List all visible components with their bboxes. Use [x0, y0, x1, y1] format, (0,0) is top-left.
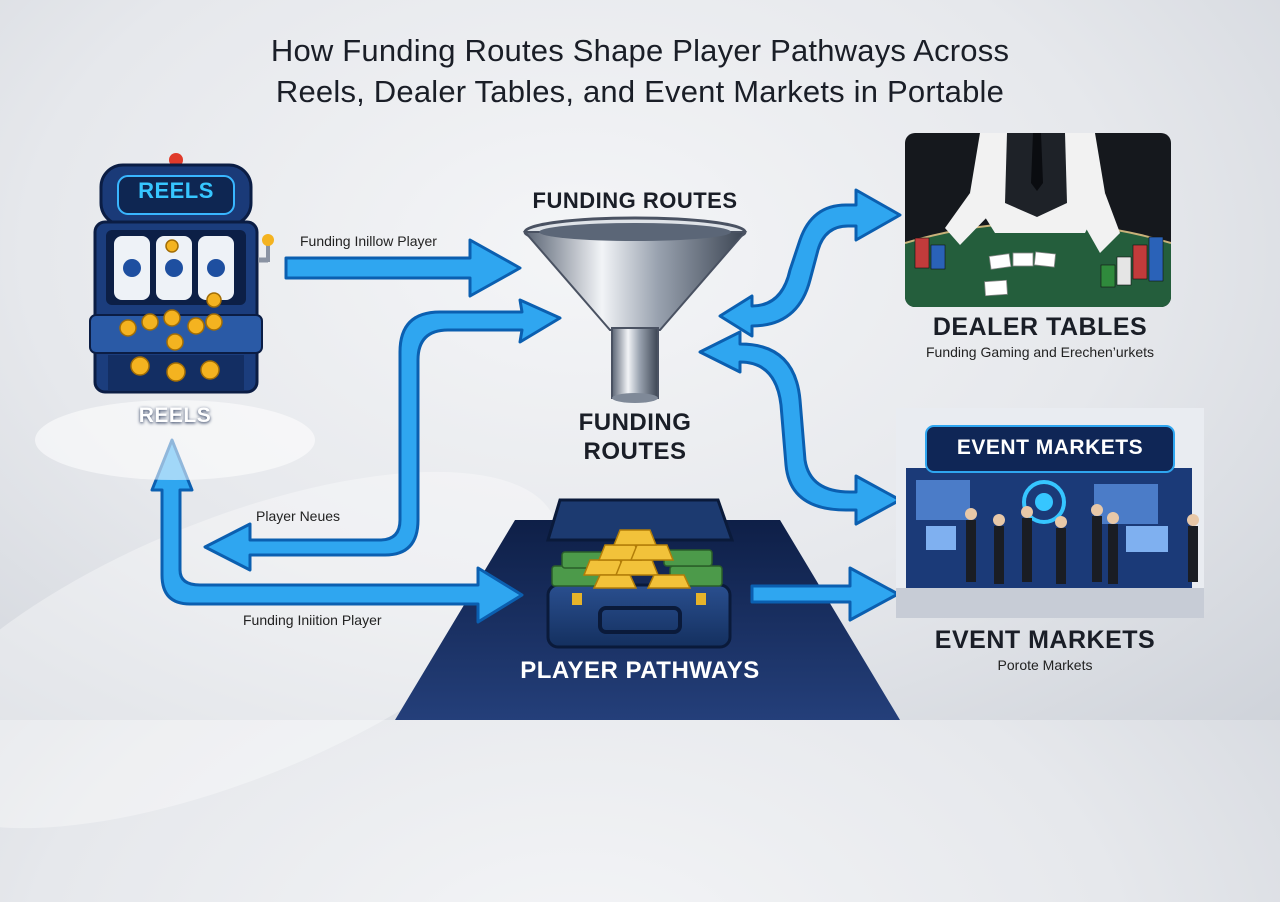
event-markets-sublabel: Porote Markets: [997, 657, 1093, 673]
funnel-heading: FUNDING ROUTES: [532, 188, 738, 213]
diagram-artwork: [35, 153, 902, 720]
dealer-tables-label: DEALER TABLES: [932, 313, 1148, 341]
event-markets-label: EVENT MARKETS: [934, 626, 1156, 654]
arrow-reels-to-pathways: [150, 438, 524, 624]
dealer-tables-sublabel: Funding Gaming and Erechen’urkets: [925, 344, 1155, 360]
arrow-label-reels-to-funnel: Funding Inillow Player: [300, 233, 437, 249]
dealer-table-photo: [905, 133, 1171, 307]
diagram-title: How Funding Routes Shape Player Pathways…: [140, 30, 1140, 112]
reels-sign: REELS: [138, 178, 214, 203]
funnel-label: FUNDING ROUTES: [540, 408, 730, 466]
arrow-funnel-events: [698, 330, 902, 526]
reels-label: REELS: [138, 404, 212, 427]
arrow-funnel-dealer: [718, 188, 902, 338]
funnel-label-line-2: ROUTES: [583, 438, 687, 465]
arrow-pathways-to-events: [750, 566, 900, 622]
event-markets-sign: EVENT MARKETS: [956, 436, 1144, 459]
arrow-funnel-to-reels: [203, 298, 562, 572]
player-pathways-label: PLAYER PATHWAYS: [520, 657, 760, 684]
arrow-label-funnel-to-reels: Player Neues: [256, 508, 341, 524]
arrow-reels-to-funnel: [284, 238, 522, 298]
funnel-label-line-1: FUNDING: [578, 409, 692, 436]
funnel-icon: [522, 216, 748, 403]
title-line-1: How Funding Routes Shape Player Pathways…: [270, 33, 1010, 68]
slot-machine-icon: [35, 153, 315, 480]
arrow-label-reels-to-pathways: Funding Iniition Player: [243, 612, 382, 628]
event-booth-photo: [896, 408, 1204, 618]
briefcase-icon: [545, 498, 735, 649]
title-line-2: Reels, Dealer Tables, and Event Markets …: [275, 74, 1005, 109]
